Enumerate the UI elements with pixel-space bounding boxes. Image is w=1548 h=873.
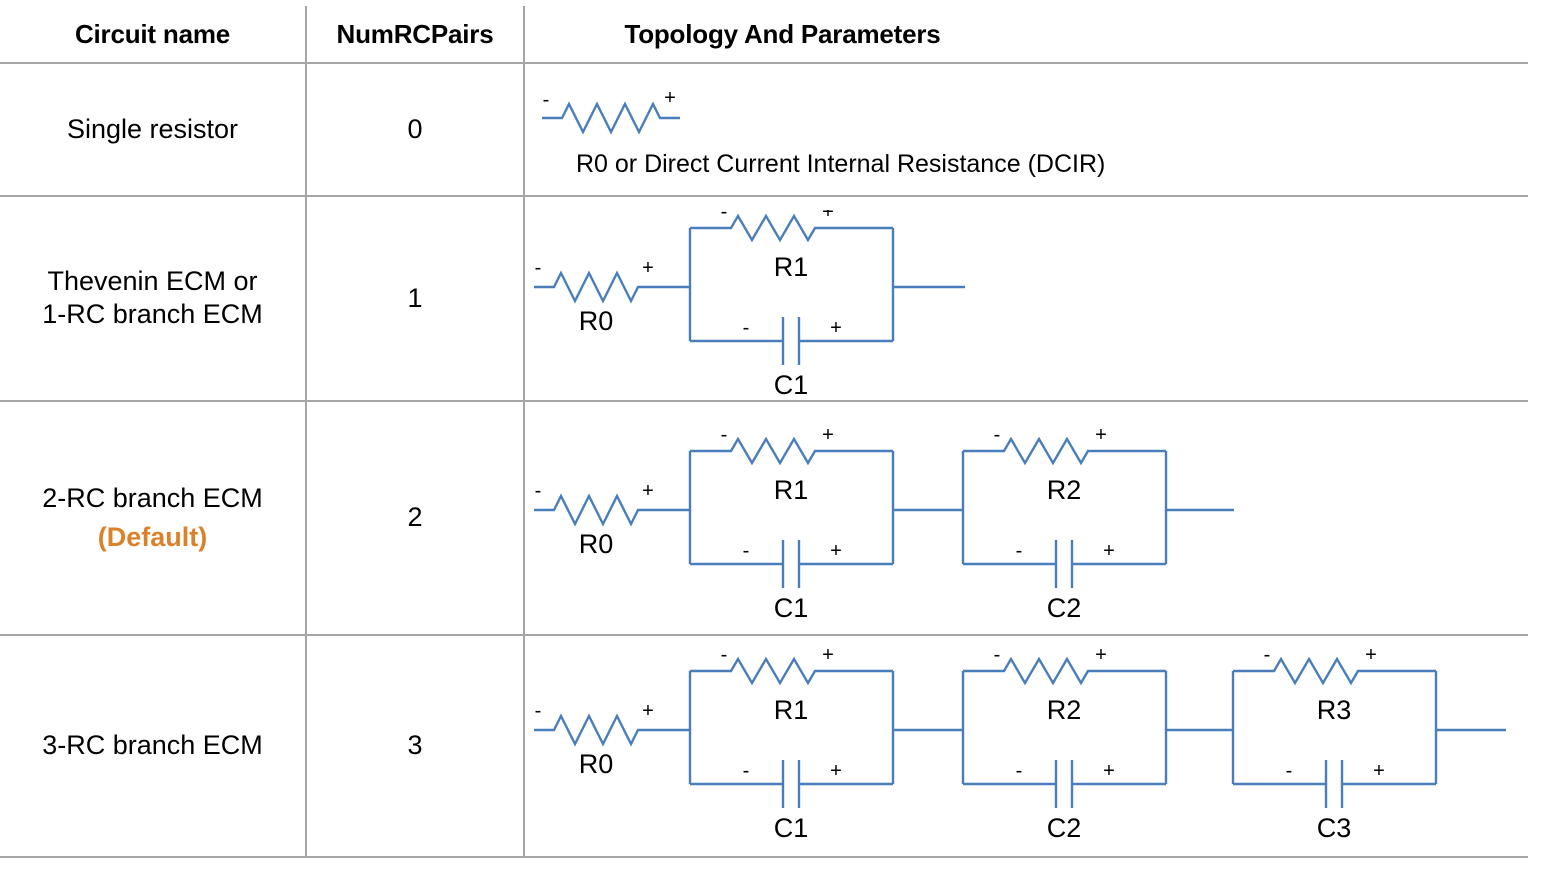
row-2-r0-minus-sign: - (535, 480, 542, 502)
row1-bottom-rule (0, 195, 1528, 197)
row-3-circuit-name: 3-RC branch ECM (42, 730, 263, 761)
row-2-r1-minus-sign: - (721, 425, 728, 446)
row-0-circuit-name: Single resistor (66, 113, 239, 144)
row-3-r2-plus-sign: + (1095, 645, 1107, 666)
row-2-r2-label: R2 (1047, 475, 1082, 505)
header-numrcpairs: NumRCPairs (336, 19, 494, 50)
row-2-r1-plus-sign: + (822, 425, 834, 446)
row-2-c1-label: C1 (774, 593, 809, 620)
row-3-c3-plus-sign: + (1373, 760, 1385, 782)
row-3-r1-plus-sign: + (822, 645, 834, 666)
row-0-caption: R0 or Direct Current Internal Resistance… (576, 150, 1106, 178)
column-divider-2 (523, 6, 525, 857)
row-0-circuit-diagram: - + (536, 88, 696, 136)
row-3-r0-plus-sign: + (642, 700, 654, 722)
row-1-circuit-name-line2: 1-RC branch ECM (42, 299, 263, 329)
row-1-circuit-name-line1: Thevenin ECM or (47, 266, 258, 297)
row-1-r1-minus-sign: - (721, 210, 728, 223)
row-2-circuit-name-line1: 2-RC branch ECM (42, 482, 263, 513)
row-0-resistor-plus-sign: + (664, 88, 676, 109)
row-3-c2-plus-sign: + (1103, 760, 1115, 782)
row-3-r0-label: R0 (579, 749, 614, 779)
row-2-default-badge: (Default) (97, 521, 208, 552)
row-1-circuit-name: Thevenin ECM or 1-RC branch ECM (0, 196, 305, 400)
row-2-c2-plus-sign: + (1103, 540, 1115, 562)
row-2-r2-plus-sign: + (1095, 425, 1107, 446)
row-1-r1-label: R1 (774, 252, 809, 282)
row-1-circuit-diagram: - + R0 - + R1 - + C1 (528, 210, 978, 400)
row-1-numrcpairs: 1 (407, 282, 423, 313)
row-0-numrcpairs: 0 (407, 113, 423, 144)
row-3-c2-minus-sign: - (1016, 760, 1023, 782)
row-0-resistor-minus-sign: - (543, 89, 550, 111)
row-3-c2-label: C2 (1047, 813, 1082, 843)
row-3-numrcpairs: 3 (407, 730, 423, 761)
row-3-r1-label: R1 (774, 695, 809, 725)
row-1-c1-label: C1 (774, 370, 809, 400)
row-1-r0-minus-sign: - (535, 257, 542, 279)
row-3-c3-label: C3 (1317, 813, 1352, 843)
row-3-r2-minus-sign: - (994, 645, 1001, 666)
row-3-r3-label: R3 (1317, 695, 1352, 725)
row-2-numrcpairs: 2 (407, 502, 423, 533)
row-2-r0-plus-sign: + (642, 480, 654, 502)
row-1-c1-minus-sign: - (743, 317, 750, 339)
row-2-circuit-name: 2-RC branch ECM (Default) (0, 401, 305, 634)
row-1-c1-plus-sign: + (830, 317, 842, 339)
column-divider-1 (305, 6, 307, 857)
row-2-circuit-diagram: - + R0 - + R1 - + C1 - + R2 (528, 425, 1238, 620)
row-3-c1-minus-sign: - (743, 760, 750, 782)
row-3-c1-label: C1 (774, 813, 809, 843)
row-1-r0-plus-sign: + (642, 257, 654, 279)
row2-bottom-rule (0, 400, 1528, 402)
table-bottom-rule (0, 856, 1528, 858)
header-bottom-rule (0, 62, 1528, 64)
row-1-r1-plus-sign: + (822, 210, 834, 223)
row-3-r2-label: R2 (1047, 695, 1082, 725)
row-3-c3-minus-sign: - (1286, 760, 1293, 782)
row-3-r0-minus-sign: - (535, 700, 542, 722)
header-topology-and-parameters: Topology And Parameters (624, 19, 941, 50)
row-3-circuit-diagram: - + R0 - + R1 - + C1 - + R2 (528, 645, 1512, 850)
row-3-c1-plus-sign: + (830, 760, 842, 782)
row-3-r1-minus-sign: - (721, 645, 728, 666)
row3-bottom-rule (0, 634, 1528, 636)
row-2-c1-minus-sign: - (743, 540, 750, 562)
row-2-c2-label: C2 (1047, 593, 1082, 620)
row-3-r3-plus-sign: + (1365, 645, 1377, 666)
row-1-r0-label: R0 (579, 306, 614, 336)
row-2-r1-label: R1 (774, 475, 809, 505)
row-2-r0-label: R0 (579, 529, 614, 559)
row-2-r2-minus-sign: - (994, 425, 1001, 446)
header-circuit-name: Circuit name (74, 19, 231, 50)
row-2-c1-plus-sign: + (830, 540, 842, 562)
row-3-r3-minus-sign: - (1264, 645, 1271, 666)
row-2-c2-minus-sign: - (1016, 540, 1023, 562)
